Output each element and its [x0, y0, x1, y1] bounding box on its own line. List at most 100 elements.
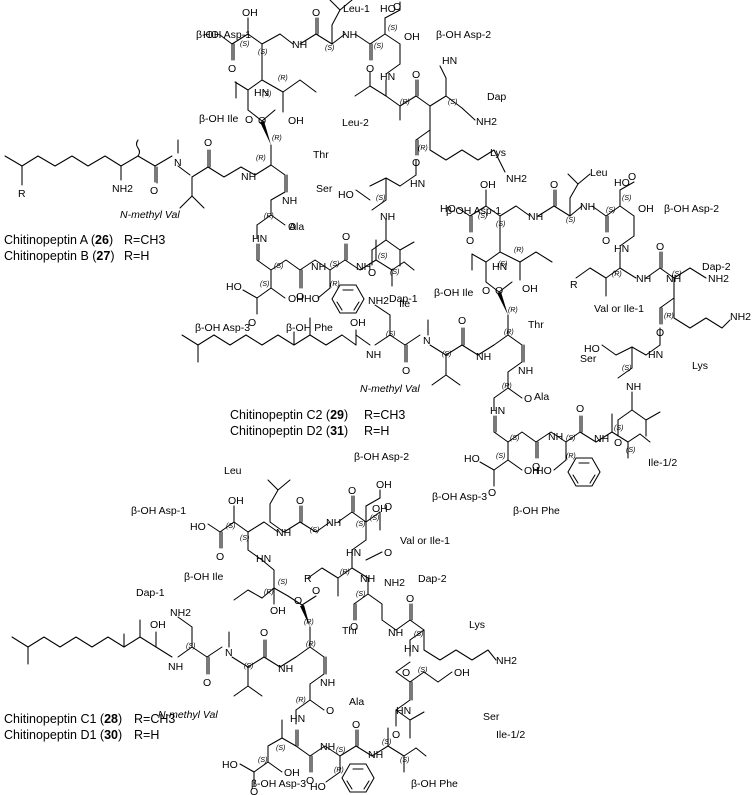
atom-label: N	[225, 647, 233, 659]
residue-label-dap-1: Dap-1	[136, 587, 165, 599]
residue-label-boh-asp-1: β-OH Asp-1	[131, 505, 186, 517]
atom-label: NH	[292, 39, 307, 51]
atom-label: O	[203, 677, 211, 689]
atom-label: O	[368, 267, 376, 279]
atom-label: HN	[648, 349, 663, 361]
residue-label-boh-asp-1: β-OH Asp-1	[446, 205, 501, 217]
stereo-descriptors: (S) (S) (S) (S) (S) (R) (S) (S) (R) (R) …	[186, 25, 681, 774]
residue-label-boh-asp-3: β-OH Asp-3	[195, 322, 250, 334]
atom-label: NH	[388, 627, 403, 639]
atom-label: HN	[256, 553, 271, 565]
compound-label-29: Chitinopeptin C2 (29) R=CH3	[230, 408, 405, 422]
atom-label: O	[412, 157, 420, 169]
stereo-label: (S)	[378, 253, 387, 260]
stereo-label: (S)	[418, 667, 427, 674]
residue-label-boh-phe: β-OH Phe	[286, 322, 333, 334]
atom-label: HN	[290, 713, 305, 725]
stereo-label: (S)	[260, 281, 269, 288]
atom-label: O	[296, 495, 304, 507]
atom-label: O	[576, 403, 584, 415]
stereo-label: (R)	[504, 329, 514, 336]
atom-label: O	[550, 179, 558, 191]
stereo-label: (S)	[566, 217, 575, 224]
atom-label: OH	[288, 115, 304, 127]
atom-label: O	[326, 705, 334, 717]
stereo-label: (S)	[448, 99, 457, 106]
atom-label: NH	[342, 29, 357, 41]
residue-label-boh-asp-3: β-OH Asp-3	[432, 491, 487, 503]
atom-label: HO	[440, 203, 456, 215]
residue-label-val-or-ile-1: Val or Ile-1	[400, 535, 450, 547]
residue-label-thr: Thr	[528, 319, 544, 331]
atom-label: NH	[326, 517, 341, 529]
atom-label: O	[628, 171, 636, 183]
residue-label-val-or-ile-1: Val or Ile-1	[594, 303, 644, 315]
atom-label: R	[18, 188, 26, 200]
residue-label-boh-asp-3: β-OH Asp-3	[251, 778, 306, 790]
residue-label-boh-phe: β-OH Phe	[513, 505, 560, 517]
atom-label: NH2	[496, 655, 517, 667]
stereo-label: (S)	[606, 207, 615, 214]
compound-label-28: Chitinopeptin C1 (28) R=CH3	[4, 712, 175, 726]
residue-label-lys: Lys	[490, 147, 506, 159]
compound-label-26: Chitinopeptin A (26) R=CH3	[4, 233, 165, 247]
stereo-label: (S)	[386, 331, 395, 338]
stereo-label: (S)	[388, 25, 397, 32]
atom-label: NH2	[476, 116, 497, 128]
residue-label-ser: Ser	[483, 711, 500, 723]
atom-label: NH	[528, 211, 543, 223]
atom-label: HO	[584, 343, 600, 355]
atom-label: O	[458, 315, 466, 327]
residue-label-lys: Lys	[692, 360, 708, 372]
atom-label: OH	[454, 667, 470, 679]
residue-label-boh-ile: β-OH Ile	[199, 113, 238, 125]
atom-label: HN	[380, 71, 395, 83]
residue-label-leu: Leu	[590, 167, 608, 179]
stereo-label: (S)	[566, 435, 575, 442]
atom-label: HN	[346, 547, 361, 559]
atom-label: OH	[638, 203, 654, 215]
atom-label: O	[384, 501, 392, 513]
atom-label: HN	[614, 243, 629, 255]
atom-label: OH	[228, 495, 244, 507]
atom-label: HN	[490, 405, 505, 417]
atom-label: O	[482, 285, 490, 297]
stereo-label: (S)	[336, 747, 345, 754]
stereo-label: (S)	[376, 195, 385, 202]
atom-label: HN	[410, 178, 425, 190]
atom-label: NH	[636, 273, 651, 285]
atom-label: NH	[518, 365, 533, 377]
atom-label: OH	[480, 179, 496, 191]
stereo-label: (S)	[325, 45, 334, 52]
stereo-label: (S)	[622, 195, 631, 202]
stereo-label: (S)	[274, 263, 283, 270]
atom-label: HN	[396, 705, 411, 717]
residue-label-boh-ile: β-OH Ile	[434, 287, 473, 299]
atom-label: OH	[372, 503, 388, 515]
atom-label: O	[228, 63, 236, 75]
atom-label: OH	[270, 605, 286, 617]
stereo-label: (S)	[374, 43, 383, 50]
atom-label: OH	[288, 293, 304, 305]
atom-label: O	[150, 185, 158, 197]
residue-label-n-methyl-val: N-methyl Val	[360, 383, 420, 395]
atom-label: R	[570, 279, 578, 291]
residue-label-ala: Ala	[349, 696, 364, 708]
atom-label: HO	[226, 281, 242, 293]
atom-label: HO	[304, 293, 320, 305]
atom-label: NH	[278, 663, 293, 675]
atom-label: HO	[190, 521, 206, 533]
atom-label: NH	[476, 351, 491, 363]
atom-label: O	[656, 327, 664, 339]
stereo-label: (S)	[356, 521, 365, 528]
atom-label: NH	[168, 661, 183, 673]
compound-label-27: Chitinopeptin B (27) R=H	[4, 249, 149, 263]
atom-label: NH2	[506, 173, 527, 185]
atom-label: NH	[282, 195, 297, 207]
compound-label-31: Chitinopeptin D2 (31) R=H	[230, 424, 389, 438]
atom-label: HO	[222, 759, 238, 771]
atom-label: HO	[310, 781, 326, 793]
atom-label: OH	[350, 317, 366, 329]
stereo-label: (R)	[296, 697, 306, 704]
